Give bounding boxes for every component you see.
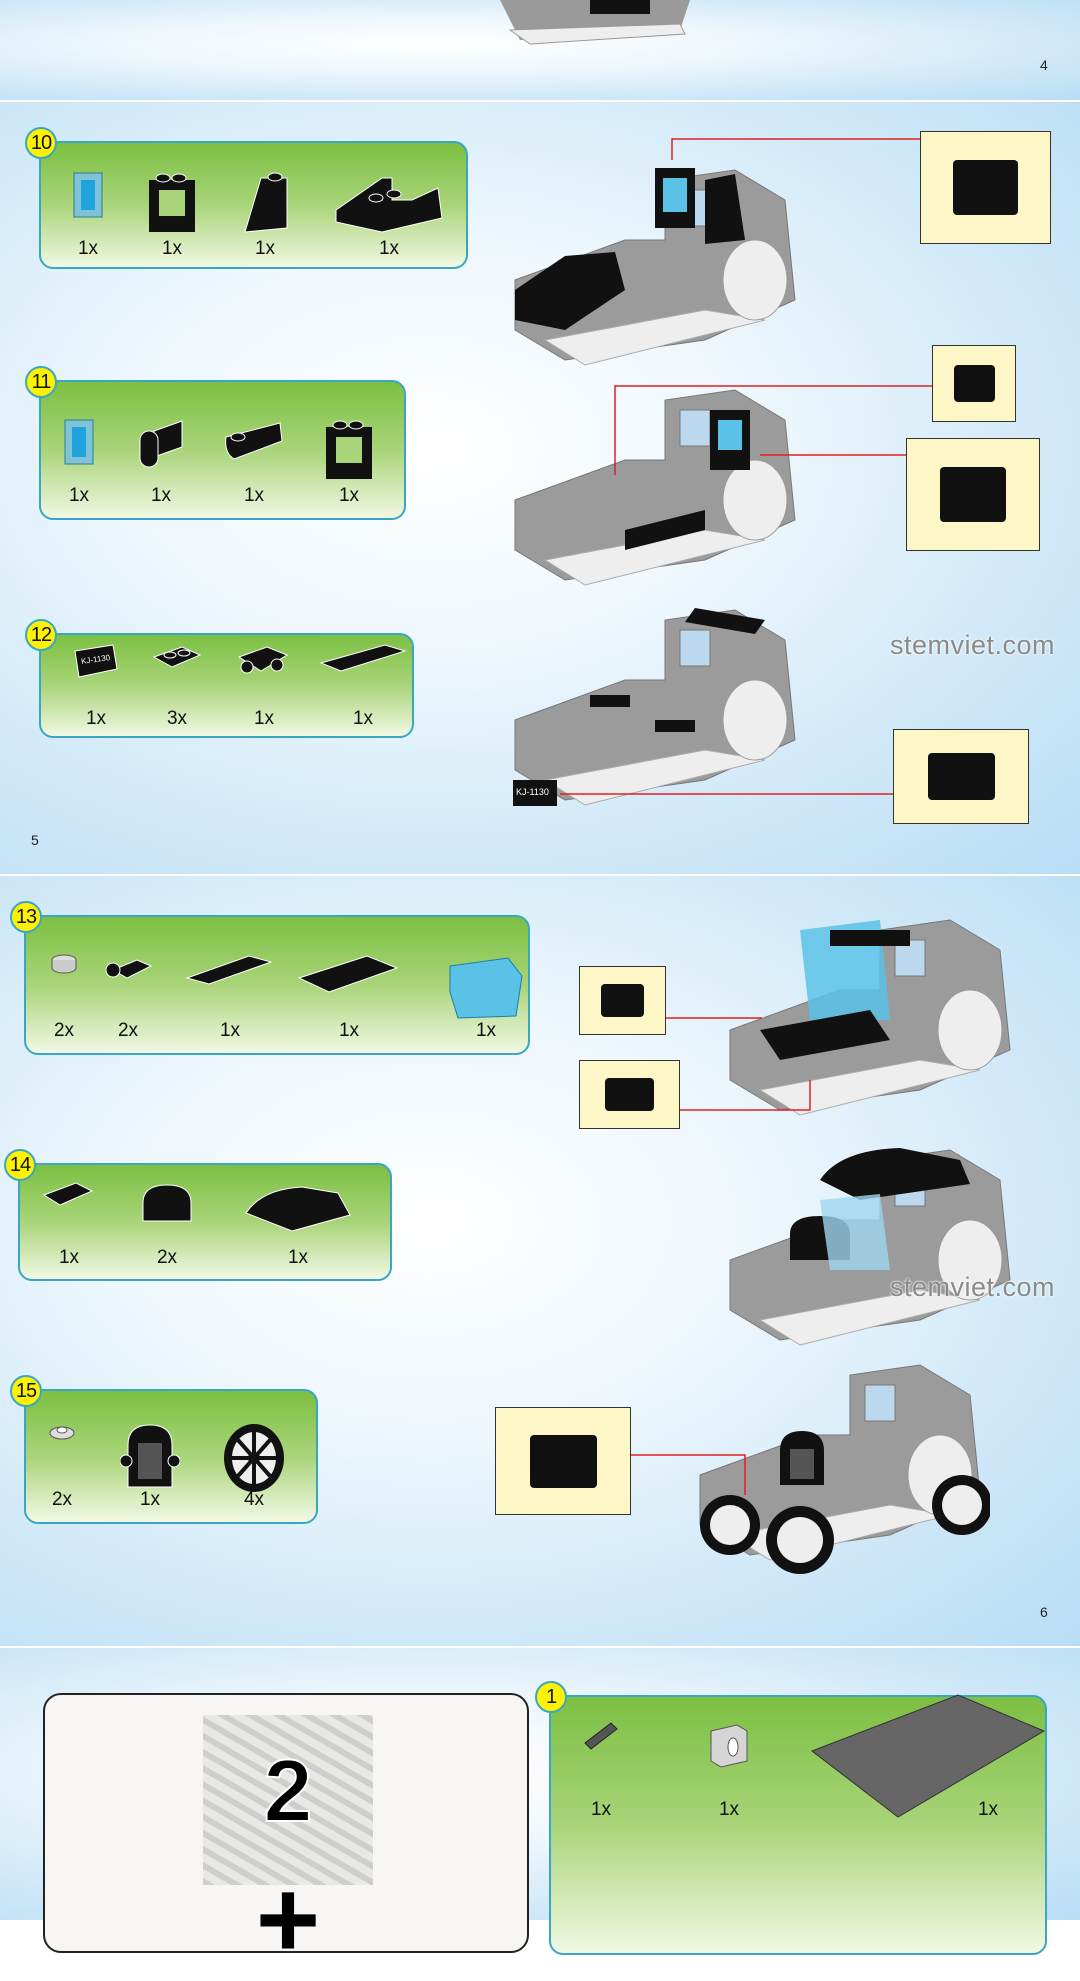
- black-hinge-plate-icon: [136, 417, 186, 476]
- car-model-step-11: [514, 389, 796, 586]
- black-tile-1x2-icon: [42, 1179, 96, 1214]
- watermark: stemviet.com: [890, 630, 1056, 660]
- callout-grille-assembly: [495, 1407, 631, 1515]
- black-curved-brick-icon: [139, 1179, 195, 1230]
- trans-blue-window-glass-icon: [62, 417, 96, 472]
- step-number-badge: 13: [10, 901, 42, 933]
- step-number-badge: 10: [25, 127, 57, 159]
- part-count: 1x: [254, 238, 276, 259]
- step-number-badge: 14: [4, 1149, 36, 1181]
- sub-assembly-icon: [953, 159, 1018, 216]
- black-spoked-wheel-icon: [219, 1421, 289, 1500]
- part-count: 1x: [219, 1020, 241, 1041]
- black-window-frame-icon: [145, 170, 199, 241]
- part-count: 1x: [58, 1247, 80, 1268]
- sub-assembly-icon: [529, 1434, 597, 1488]
- bag-panel: 2 +: [43, 1693, 529, 1975]
- callout-window-assembly: [920, 131, 1051, 244]
- step-10-parts-box: 10 1x 1x 1x 1x: [25, 127, 468, 269]
- callout-pin-plate-round: [579, 1060, 680, 1129]
- black-plate-1x2-icon: [152, 643, 202, 678]
- part-count: 1x: [352, 708, 374, 729]
- bag-number: 2: [263, 1740, 314, 1841]
- part-count: 1x: [161, 238, 183, 259]
- plus-sign: +: [255, 1858, 321, 1981]
- part-count: 1x: [243, 485, 265, 506]
- part-count: 4x: [243, 1489, 265, 1510]
- sub-assembly-icon: [604, 1077, 655, 1112]
- black-curved-hinge-icon: [222, 417, 286, 468]
- car-model-step-10: [514, 168, 796, 366]
- page-number: 5: [31, 832, 39, 848]
- page-number: 6: [1040, 1604, 1048, 1620]
- car-model-step-14: [729, 1148, 1011, 1346]
- part-count: 1x: [475, 1020, 497, 1041]
- part-count: 1x: [253, 708, 275, 729]
- car-model-step-13: [729, 919, 1011, 1116]
- black-pin-plate-icon: [103, 952, 153, 989]
- parts-bag-image: [203, 1715, 373, 1885]
- part-count: 3x: [166, 708, 188, 729]
- step-number-badge: 12: [25, 619, 57, 651]
- black-plate-1x4-icon: [185, 952, 275, 993]
- gray-base-plate-icon: [808, 1691, 1048, 1826]
- step-1-parts-box: 1 1x 1x 1x: [535, 1681, 1047, 1955]
- part-count: 1x: [85, 708, 107, 729]
- sub-assembly-icon: [940, 466, 1006, 523]
- step-13-parts-box: 13 2x 2x 1x 1x 1x: [10, 901, 530, 1055]
- part-count: 1x: [77, 238, 99, 259]
- callout-hinge-plate: [932, 345, 1016, 422]
- sub-assembly-icon: [927, 753, 995, 800]
- sub-assembly-icon: [953, 364, 995, 403]
- step-number-badge: 11: [25, 366, 57, 398]
- part-count: 2x: [156, 1247, 178, 1268]
- black-tile-long-icon: [319, 643, 407, 678]
- part-count: 1x: [68, 485, 90, 506]
- black-wedge-brick-icon: [332, 170, 446, 241]
- step-number-badge: 1: [535, 1681, 567, 1713]
- part-count: 1x: [977, 1799, 999, 1820]
- part-count: 1x: [378, 238, 400, 259]
- sub-assembly-icon: [601, 983, 644, 1018]
- callout-printed-tile-bracket: [893, 729, 1029, 824]
- license-plate-label: KJ-1130: [516, 787, 549, 797]
- watermark: stemviet.com: [890, 1272, 1056, 1302]
- car-model-partial: [500, 0, 690, 45]
- black-plate-2x4-icon: [297, 952, 401, 1001]
- gray-technic-pin-icon: [581, 1717, 621, 1756]
- black-grille-brick-icon: [119, 1421, 181, 1496]
- part-count: 1x: [139, 1489, 161, 1510]
- gray-technic-brick-icon: [707, 1717, 751, 1776]
- gray-round-plate-icon: [47, 1421, 77, 1450]
- part-count: 2x: [51, 1489, 73, 1510]
- black-window-frame-icon: [322, 417, 376, 488]
- callout-pin-plate-round: [579, 966, 666, 1035]
- part-count: 1x: [338, 1020, 360, 1041]
- step-11-parts-box: 11 1x 1x 1x 1x: [25, 366, 406, 520]
- black-curved-roof-icon: [242, 1179, 354, 1240]
- step-15-parts-box: 15 2x 1x 4x: [10, 1375, 318, 1524]
- step-number-badge: 15: [10, 1375, 42, 1407]
- printed-tile-icon: KJ-1130: [73, 643, 119, 684]
- callout-window-assembly: [906, 438, 1040, 551]
- gray-round-tile-icon: [49, 952, 79, 981]
- black-bracket-plate-icon: [237, 643, 291, 684]
- part-count: 1x: [718, 1799, 740, 1820]
- trans-blue-windscreen-icon: [444, 952, 528, 1027]
- part-count: 1x: [590, 1799, 612, 1820]
- part-count: 1x: [338, 485, 360, 506]
- page-number: 4: [1040, 57, 1048, 73]
- part-count: 2x: [53, 1020, 75, 1041]
- car-model-step-12: [513, 608, 796, 806]
- black-slope-brick-icon: [239, 170, 291, 241]
- part-count: 1x: [150, 485, 172, 506]
- trans-blue-window-glass-icon: [71, 170, 105, 225]
- car-model-step-15: [699, 1364, 990, 1574]
- part-count: 2x: [117, 1020, 139, 1041]
- step-14-parts-box: 14 1x 2x 1x: [4, 1149, 392, 1281]
- part-count: 1x: [287, 1247, 309, 1268]
